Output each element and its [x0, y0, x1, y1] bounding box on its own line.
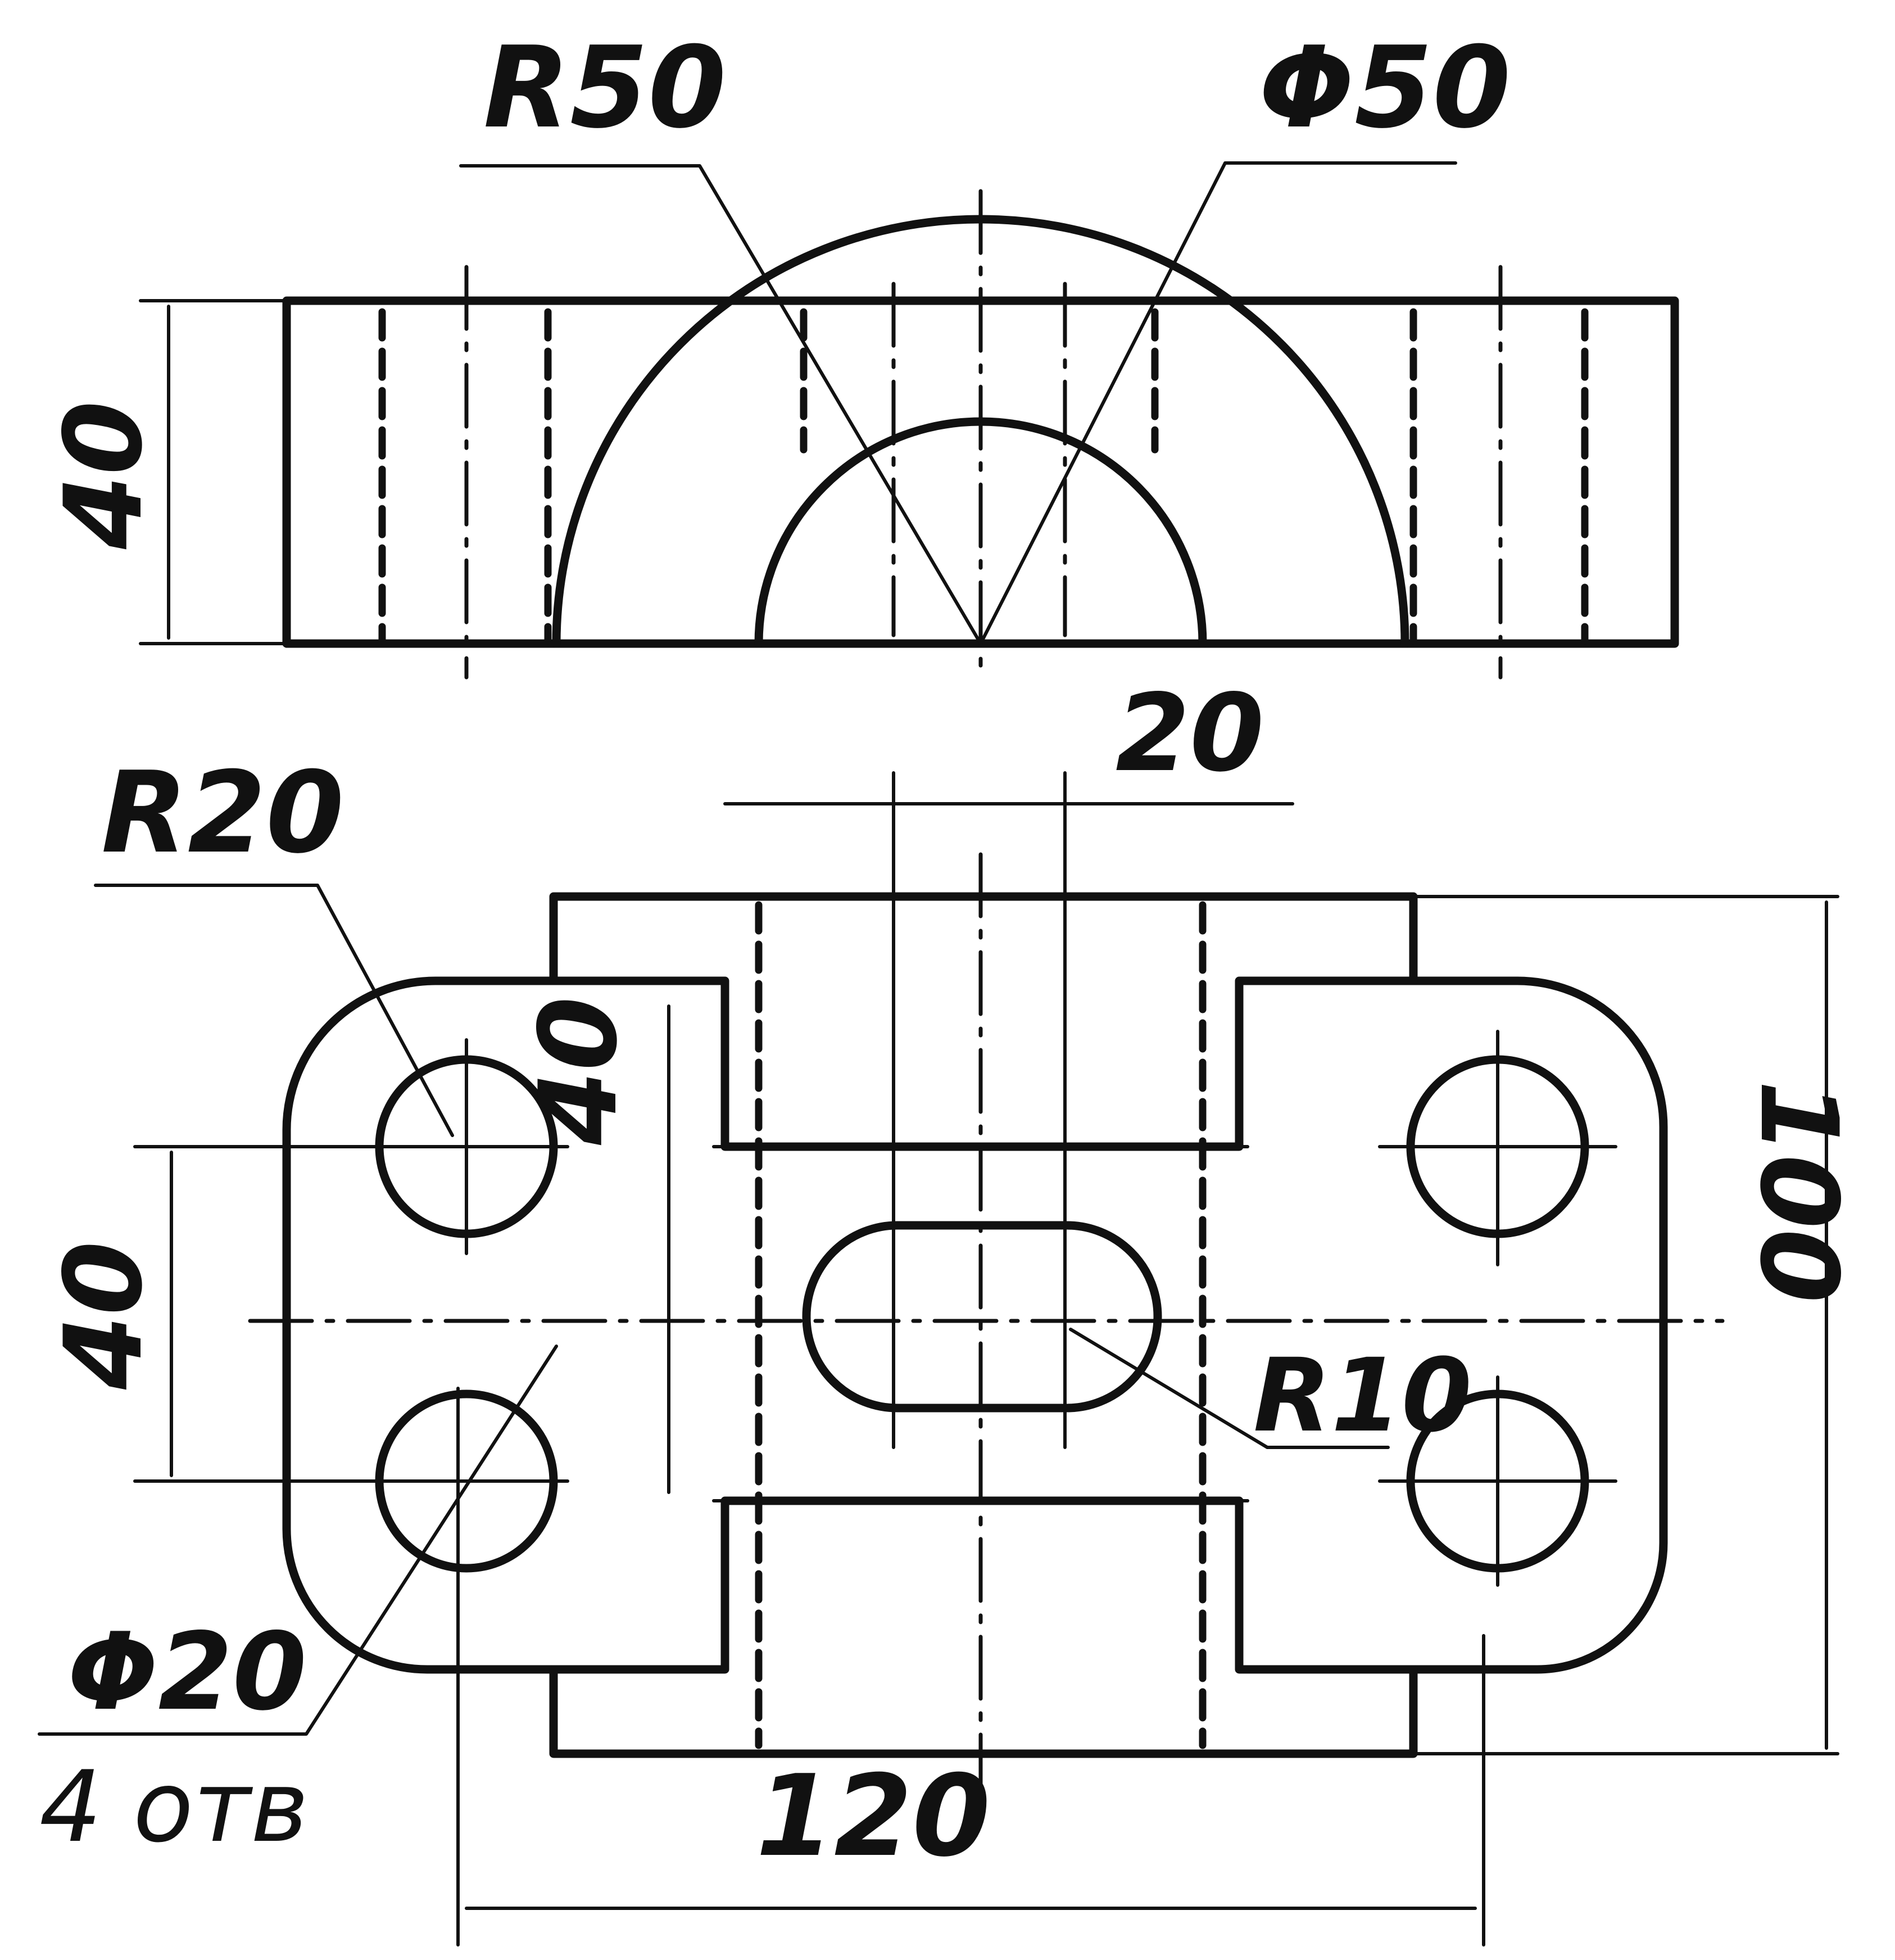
dimension-label-r50: R50: [483, 22, 726, 153]
leader-phi50: [979, 161, 1457, 645]
dimension-label-phi50: Φ50: [1259, 22, 1511, 153]
dimension-label-height: 40: [42, 401, 166, 550]
note-hole-count: 4 отв: [39, 1750, 309, 1864]
dimension-label-100: 100: [1737, 1080, 1861, 1303]
front-view: 40 R50 Φ50: [42, 22, 1679, 680]
dimension-label-phi20: Φ20: [67, 1610, 307, 1734]
front-view-outline: [282, 296, 1679, 648]
leader-r20: [94, 884, 454, 1137]
leader-phi20: [38, 1345, 558, 1736]
dimension-label-spacing-40: 40: [42, 1241, 166, 1390]
dimension-label-20: 20: [1116, 671, 1264, 795]
dimension-label-boss-40: 40: [516, 997, 641, 1146]
dimension-label-120: 120: [756, 1751, 990, 1882]
central-boss-outline: [549, 976, 1418, 1674]
top-view-outline: [282, 892, 1668, 1758]
leader-r50: [459, 164, 982, 645]
dimension-label-r10: R10: [1253, 1337, 1472, 1455]
dimension-label-r20: R20: [101, 748, 344, 879]
leader-r10: [1069, 1328, 1390, 1449]
top-view: 20 R20 40 40 R10 Φ20 4 отв 120 100: [38, 671, 1861, 1947]
